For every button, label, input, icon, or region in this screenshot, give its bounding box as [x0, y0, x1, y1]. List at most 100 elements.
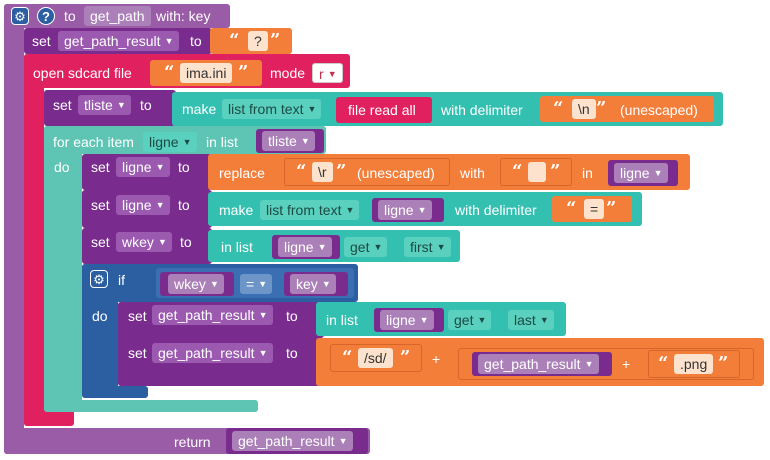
- to-label: to: [140, 97, 152, 113]
- close-quote-icon: ”: [270, 30, 281, 51]
- if-label: if: [118, 272, 125, 288]
- foreach-footer: [44, 400, 258, 412]
- get-op-dropdown[interactable]: get▼: [344, 237, 388, 257]
- var-dropdown-ligne[interactable]: ligne▼: [116, 157, 170, 177]
- open-quote-icon: “: [553, 98, 564, 119]
- var-dropdown-wkey[interactable]: wkey▼: [116, 232, 172, 252]
- open-quote-icon: “: [512, 161, 523, 182]
- set-label: set: [91, 234, 110, 250]
- prefix-literal[interactable]: /sd/: [358, 348, 393, 368]
- foreach-do-label: do: [54, 159, 70, 175]
- in-list-label: in list: [221, 239, 253, 255]
- to-label: to: [178, 197, 190, 213]
- open-quote-icon: “: [342, 347, 353, 368]
- in-list-label: in list: [326, 312, 358, 328]
- to-label: to: [286, 345, 298, 361]
- set-label: set: [128, 345, 147, 361]
- to-label: to: [286, 308, 298, 324]
- find-literal[interactable]: \r: [312, 162, 333, 182]
- close-quote-icon: ”: [606, 198, 617, 219]
- plus-label: +: [432, 351, 441, 367]
- to-label: to: [190, 33, 202, 49]
- make-op-dropdown[interactable]: list from text▼: [260, 200, 360, 220]
- delimiter-label: with delimiter: [441, 102, 523, 118]
- open-quote-icon: “: [658, 353, 669, 374]
- var-dropdown-ligne[interactable]: ligne▼: [116, 195, 170, 215]
- open-file-label: open sdcard file: [33, 65, 132, 81]
- foreach-item-var[interactable]: ligne▼: [143, 132, 197, 152]
- delimiter-label: with delimiter: [455, 202, 537, 218]
- close-quote-icon: ”: [718, 353, 729, 374]
- return-getter-dropdown[interactable]: get_path_result▼: [232, 431, 353, 451]
- help-icon[interactable]: ?: [37, 7, 55, 25]
- return-label: return: [174, 434, 211, 450]
- gear-icon[interactable]: ⚙: [90, 270, 108, 288]
- unescaped-label: (unescaped): [620, 102, 698, 118]
- close-quote-icon: ”: [400, 347, 411, 368]
- var-dropdown-get-path-result[interactable]: get_path_result▼: [152, 305, 273, 325]
- filename-literal[interactable]: ima.ini: [180, 63, 233, 83]
- set-label: set: [91, 159, 110, 175]
- wkey-getter-dropdown[interactable]: wkey▼: [168, 274, 224, 294]
- to-label: to: [178, 159, 190, 175]
- plus-label: +: [622, 356, 631, 372]
- if-footer: [82, 386, 148, 398]
- in-list-label: in list: [206, 134, 238, 150]
- delimiter-text-block[interactable]: [540, 96, 714, 122]
- replace-with-literal[interactable]: [528, 162, 546, 182]
- open-file-rail: [24, 54, 44, 426]
- close-quote-icon: ”: [596, 98, 607, 119]
- to-label: to: [180, 234, 192, 250]
- compare-op-dropdown[interactable]: =▼: [240, 274, 273, 294]
- delimiter-literal[interactable]: \n: [572, 99, 596, 119]
- var-dropdown-get-path-result[interactable]: get_path_result▼: [58, 31, 179, 51]
- get-op-dropdown[interactable]: get▼: [448, 310, 492, 330]
- close-quote-icon: ”: [238, 62, 249, 83]
- file-read-all-block[interactable]: [336, 97, 432, 123]
- open-quote-icon: “: [296, 161, 307, 182]
- position-dropdown[interactable]: first▼: [404, 237, 451, 257]
- set-label: set: [128, 308, 147, 324]
- gear-icon[interactable]: ⚙: [11, 7, 29, 25]
- make-label: make: [182, 101, 217, 117]
- open-quote-icon: “: [164, 62, 175, 83]
- ligne-getter-dropdown[interactable]: ligne▼: [380, 310, 434, 330]
- if-do-label: do: [92, 308, 108, 324]
- proc-with-label: with: key: [156, 8, 211, 24]
- unescaped-label: (unescaped): [357, 165, 435, 181]
- find-text-block[interactable]: [284, 158, 450, 186]
- file-read-all-label: file read all: [348, 102, 416, 118]
- set-label: set: [32, 33, 51, 49]
- tliste-getter-dropdown[interactable]: tliste▼: [262, 131, 315, 151]
- var-dropdown-tliste[interactable]: tliste▼: [78, 95, 131, 115]
- foreach-label: for each item: [53, 134, 134, 150]
- foreach-rail: [44, 126, 82, 412]
- ligne-getter-dropdown[interactable]: ligne▼: [378, 200, 432, 220]
- replace-label: replace: [219, 165, 265, 181]
- var-dropdown-get-path-result[interactable]: get_path_result▼: [152, 343, 273, 363]
- set-label: set: [53, 97, 72, 113]
- get-path-result-getter-dropdown[interactable]: get_path_result▼: [478, 354, 599, 374]
- proc-to-label: to: [64, 8, 76, 24]
- position-dropdown[interactable]: last▼: [508, 310, 554, 330]
- make-op-dropdown[interactable]: list from text▼: [222, 99, 322, 119]
- procedure-body-rail: [4, 4, 24, 454]
- close-quote-icon: ”: [336, 161, 347, 182]
- ligne-getter-dropdown[interactable]: ligne▼: [614, 163, 668, 183]
- close-quote-icon: ”: [550, 161, 561, 182]
- with-label: with: [460, 165, 485, 181]
- mode-label: mode: [270, 65, 306, 81]
- make-label: make: [219, 202, 254, 218]
- suffix-literal[interactable]: .png: [674, 354, 714, 374]
- open-quote-icon: “: [566, 198, 577, 219]
- in-label: in: [582, 165, 593, 181]
- mode-dropdown[interactable]: r▼: [312, 63, 343, 83]
- ligne-getter-dropdown[interactable]: ligne▼: [278, 237, 332, 257]
- proc-name-field[interactable]: get_path: [84, 6, 151, 26]
- text-literal[interactable]: ?: [248, 31, 268, 51]
- set-label: set: [91, 197, 110, 213]
- delimiter-literal[interactable]: =: [584, 199, 605, 219]
- key-getter-dropdown[interactable]: key▼: [290, 274, 336, 294]
- open-file-footer: [24, 410, 74, 426]
- open-quote-icon: “: [229, 30, 240, 51]
